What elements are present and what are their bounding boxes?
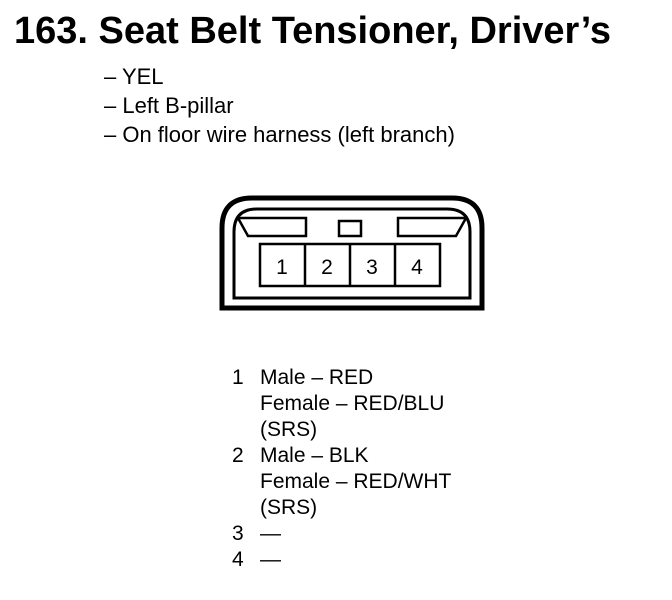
pin-number: 3 [232, 522, 244, 545]
connector-inner-frame [232, 207, 472, 300]
pin-system: (SRS) [260, 418, 318, 441]
latch-shelf-left [235, 216, 308, 238]
pin-label-2: 2 [321, 256, 333, 279]
pin-system: (SRS) [260, 496, 318, 519]
latch-shelf-right [396, 216, 469, 238]
latch-key [337, 219, 363, 238]
pin-unused: — [260, 548, 281, 571]
connector-details: – YEL – Left B-pillar – On floor wire ha… [104, 62, 455, 149]
pinout-list: 1 Male – RED Female – RED/BLU (SRS) 2 Ma… [229, 365, 451, 573]
pin-female-color: Female – RED/BLU [260, 392, 445, 415]
pinout-item: 1 Male – RED Female – RED/BLU (SRS) [229, 365, 451, 443]
pin-label-4: 4 [411, 256, 423, 279]
page-title: 163. Seat Belt Tensioner, Driver’s [14, 10, 612, 52]
pinout-item: 2 Male – BLK Female – RED/WHT (SRS) [229, 443, 451, 521]
pin-label-1: 1 [276, 256, 288, 279]
pin-label-3: 3 [366, 256, 378, 279]
pin-number: 4 [232, 548, 244, 571]
connector-color: – YEL [104, 64, 164, 89]
connector-diagram: 1 2 3 4 [219, 195, 485, 311]
pin-unused: — [260, 522, 281, 545]
pinout-item: 4 — [229, 547, 451, 573]
connector-housing [219, 195, 485, 311]
connector-harness: – On floor wire harness (left branch) [104, 122, 455, 147]
pin-number: 2 [232, 444, 244, 467]
pin-male-color: Male – RED [260, 366, 374, 389]
pinout-item: 3 — [229, 521, 451, 547]
pin-female-color: Female – RED/WHT [260, 470, 452, 493]
connector-location: – Left B-pillar [104, 93, 234, 118]
pin-number: 1 [232, 366, 244, 389]
pin-male-color: Male – BLK [260, 444, 369, 467]
